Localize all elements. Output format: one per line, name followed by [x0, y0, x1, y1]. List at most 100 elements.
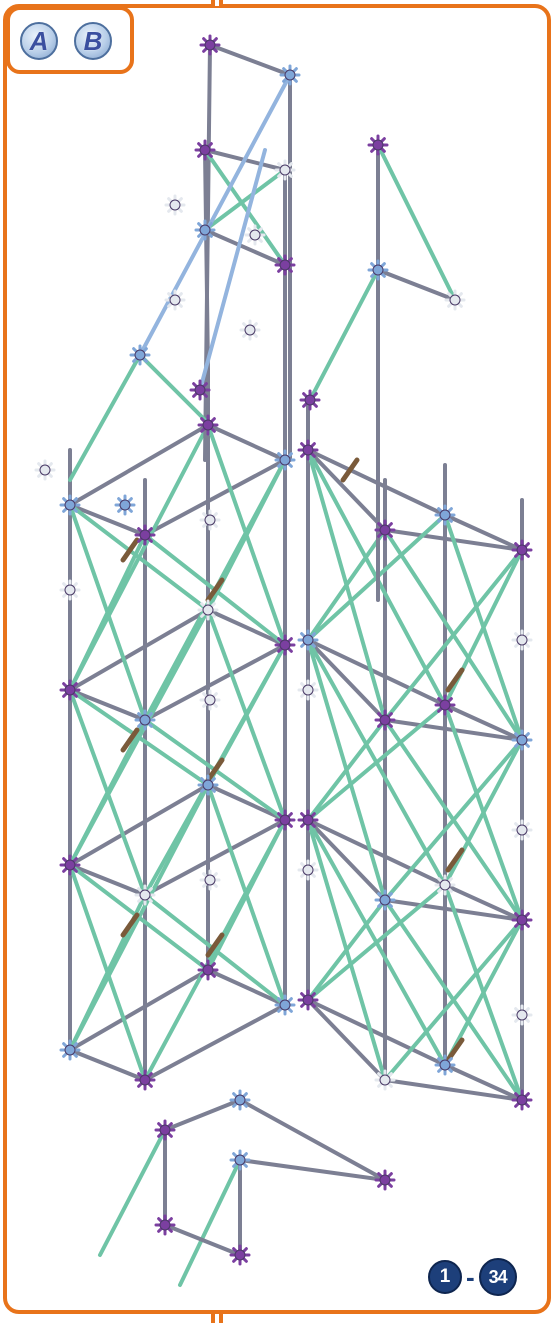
connector-node	[297, 679, 319, 701]
connector-node	[197, 774, 219, 796]
cross-brace	[443, 513, 524, 742]
connector-node	[299, 389, 321, 411]
frame-rod	[443, 883, 524, 922]
brown-rod	[205, 757, 225, 783]
connector-node	[367, 134, 389, 156]
spire-brace	[203, 168, 287, 232]
cross-brace	[443, 703, 524, 922]
frame-rod	[68, 608, 210, 692]
brown-rod	[120, 537, 140, 563]
cross-brace	[306, 818, 387, 1082]
connector-node	[297, 629, 319, 651]
connector-node	[229, 1149, 251, 1171]
frame-rod	[68, 863, 147, 897]
frame-rod	[306, 638, 447, 707]
frame-rod	[306, 998, 387, 1082]
connector-node	[244, 224, 266, 246]
connector-node	[297, 439, 319, 461]
frame-rod	[206, 608, 287, 647]
frame-rod	[443, 1063, 524, 1102]
connector-node	[274, 809, 296, 831]
frame-rod	[143, 643, 287, 722]
cross-brace	[68, 688, 210, 787]
connector-node	[197, 599, 219, 621]
connector-node	[511, 1089, 533, 1111]
frame-rod	[443, 703, 524, 742]
connector-node	[297, 809, 319, 831]
connector-node	[114, 494, 136, 516]
connector-node	[59, 679, 81, 701]
cross-brace	[306, 638, 447, 887]
connector-node	[34, 459, 56, 481]
frame-rod	[68, 968, 210, 1052]
cross-brace	[306, 448, 387, 722]
step-range-separator: -	[466, 1262, 475, 1292]
frame-rod	[306, 448, 387, 532]
brown-rod	[205, 932, 225, 958]
ramp-rod	[98, 1128, 167, 1257]
right-spire-rod	[376, 268, 457, 302]
spire-rod	[203, 228, 287, 267]
connector-node	[297, 989, 319, 1011]
connector-node	[274, 254, 296, 276]
spire-rod	[208, 43, 292, 77]
spire-brace	[68, 353, 142, 482]
frame-rod	[306, 638, 387, 722]
connector-node	[374, 519, 396, 541]
connectors-layer	[34, 34, 533, 1266]
frame-rod	[443, 513, 524, 552]
connector-node	[511, 539, 533, 561]
rods-layer	[68, 43, 524, 1287]
connector-node	[199, 869, 221, 891]
frame-rod	[143, 458, 287, 537]
connector-node	[134, 884, 156, 906]
connector-node	[511, 729, 533, 751]
cross-brace	[68, 503, 210, 612]
step-start-badge: 1	[428, 1260, 462, 1294]
cross-brace	[443, 883, 524, 1102]
brown-rod	[445, 667, 465, 693]
cross-brace	[206, 423, 287, 647]
brown-rod	[340, 457, 360, 483]
connector-node	[189, 379, 211, 401]
connector-node	[164, 289, 186, 311]
badge-a-icon: A	[20, 22, 58, 60]
cross-brace	[306, 818, 447, 1067]
ramp-rod	[178, 1158, 242, 1287]
connector-node	[59, 854, 81, 876]
cross-brace	[143, 893, 287, 1007]
connector-node	[59, 1039, 81, 1061]
connector-node	[367, 259, 389, 281]
connector-node	[511, 1004, 533, 1026]
spire-brace	[138, 353, 212, 427]
connector-node	[194, 219, 216, 241]
brown-rod	[205, 577, 225, 603]
step-range: 1 - 34	[428, 1258, 517, 1296]
connector-node	[374, 709, 396, 731]
connector-node	[134, 709, 156, 731]
connector-node	[434, 694, 456, 716]
connector-node	[434, 874, 456, 896]
ramp-rod	[163, 1223, 242, 1257]
cross-brace	[383, 528, 524, 742]
connector-node	[194, 139, 216, 161]
connector-node	[274, 634, 296, 656]
cross-brace	[306, 638, 387, 902]
frame-rod	[306, 998, 447, 1067]
cross-brace	[68, 503, 147, 722]
connector-node	[154, 1214, 176, 1236]
frame-rod	[206, 423, 287, 462]
frame-rod	[68, 783, 210, 867]
connector-node	[199, 689, 221, 711]
connector-node	[199, 34, 221, 56]
frame-rod	[143, 818, 287, 897]
connector-node	[374, 889, 396, 911]
ramp-rod	[238, 1158, 387, 1182]
brown-rod	[120, 727, 140, 753]
connector-node	[229, 1089, 251, 1111]
frame-rod	[68, 503, 147, 537]
frame-rod	[306, 818, 447, 887]
connector-node	[197, 959, 219, 981]
connector-node	[239, 319, 261, 341]
